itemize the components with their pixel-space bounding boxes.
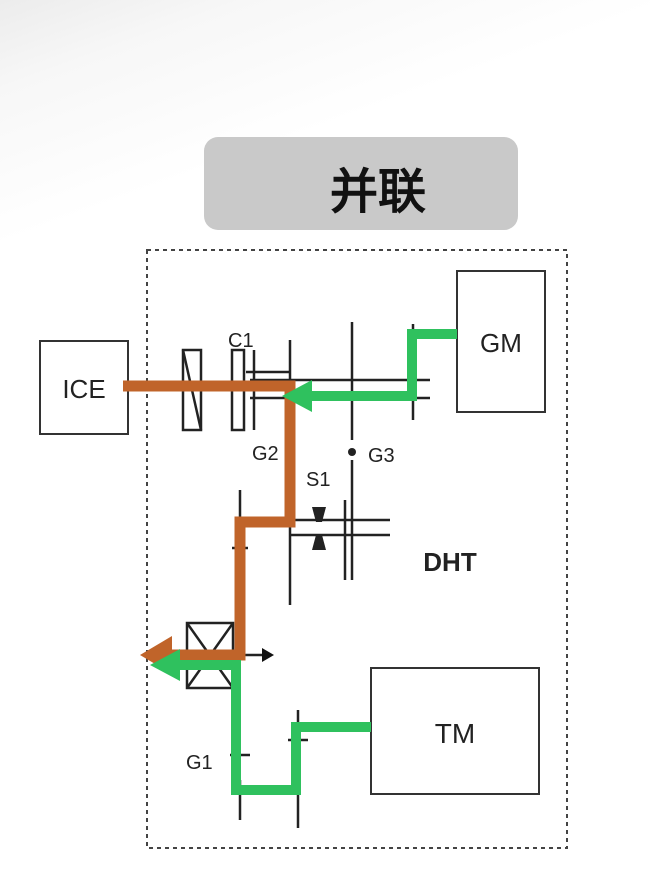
g3-dot-icon bbox=[348, 448, 356, 456]
c1-label: C1 bbox=[228, 330, 254, 352]
output-arrow-icon bbox=[262, 648, 274, 662]
ice-block bbox=[39, 340, 129, 435]
engine-power-path bbox=[123, 380, 296, 661]
s1-label: S1 bbox=[306, 469, 330, 491]
tm-label: TM bbox=[435, 718, 475, 749]
tm-arrow-icon bbox=[150, 649, 180, 681]
dht-boundary bbox=[146, 249, 568, 849]
mode-title-box bbox=[204, 137, 518, 230]
gm-block bbox=[456, 270, 546, 413]
g1-label: G1 bbox=[186, 752, 213, 774]
g3-label: G3 bbox=[368, 445, 395, 467]
s1-synchronizer-icon bbox=[312, 507, 326, 550]
dht-label: DHT bbox=[423, 547, 477, 577]
mode-title: 并联 bbox=[330, 164, 427, 220]
g2-label: G2 bbox=[252, 443, 279, 465]
gm-power-path bbox=[306, 329, 457, 401]
gm-arrow-icon bbox=[282, 380, 312, 412]
tm-block bbox=[370, 667, 540, 795]
tm-power-path bbox=[172, 660, 371, 795]
gm-label: GM bbox=[480, 328, 522, 358]
ice-label: ICE bbox=[62, 374, 105, 404]
